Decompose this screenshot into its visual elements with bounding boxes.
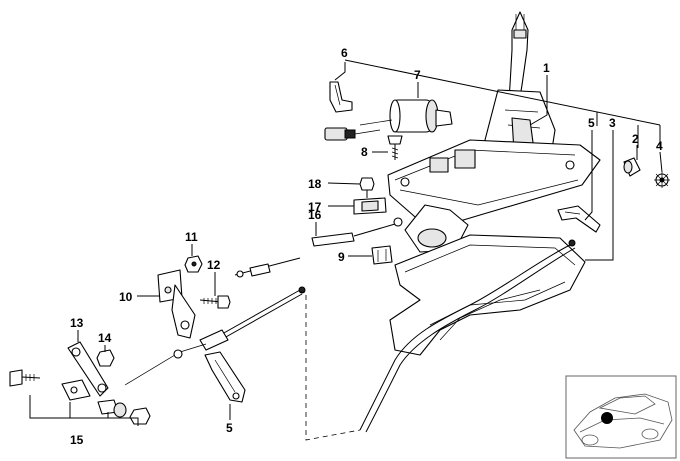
callout-5-upper: 5 (588, 116, 595, 130)
actuator-motor (359, 99, 453, 133)
bracket-5-upper (557, 205, 601, 233)
callout-12: 12 (207, 258, 221, 272)
nut-14 (96, 349, 115, 367)
star-washer-4 (654, 172, 670, 188)
callout-8: 8 (361, 145, 368, 159)
connector-clip (324, 81, 381, 141)
bolt-12 (199, 295, 231, 309)
callout-7: 7 (414, 68, 421, 82)
callout-15: 15 (70, 433, 84, 447)
callout-14: 14 (98, 331, 112, 345)
callout-5-lower: 5 (226, 421, 233, 435)
callout-1: 1 (543, 61, 550, 75)
clip-9 (371, 245, 393, 265)
nut-11 (184, 255, 203, 273)
callout-9: 9 (338, 250, 345, 264)
callout-18: 18 (308, 177, 322, 191)
bracket-10 (157, 269, 196, 339)
lever-cable (124, 257, 306, 386)
callout-10: 10 (119, 290, 133, 304)
callout-3: 3 (609, 116, 616, 130)
lever-13 (67, 341, 109, 397)
hardware-set-15 (9, 369, 151, 425)
leader-lines (29, 59, 663, 441)
callout-4: 4 (656, 139, 663, 153)
callouts: 1 2 3 4 5 5 6 7 8 9 10 11 12 13 14 15 16… (70, 46, 663, 447)
callout-13: 13 (70, 316, 84, 330)
cable-16 (311, 217, 403, 247)
callout-17: 17 (308, 200, 322, 214)
location-marker (601, 412, 613, 424)
clamp-17 (353, 197, 387, 215)
callout-6: 6 (341, 46, 348, 60)
nut-18 (359, 177, 375, 198)
bushing-2 (623, 157, 641, 177)
lever-5-lower (204, 351, 246, 403)
selector-lever-housing (359, 11, 601, 433)
vehicle-locator-inset (565, 375, 677, 459)
screw-8 (387, 135, 403, 160)
callout-16: 16 (308, 208, 322, 222)
callout-11: 11 (185, 230, 198, 244)
callout-2: 2 (632, 132, 639, 146)
